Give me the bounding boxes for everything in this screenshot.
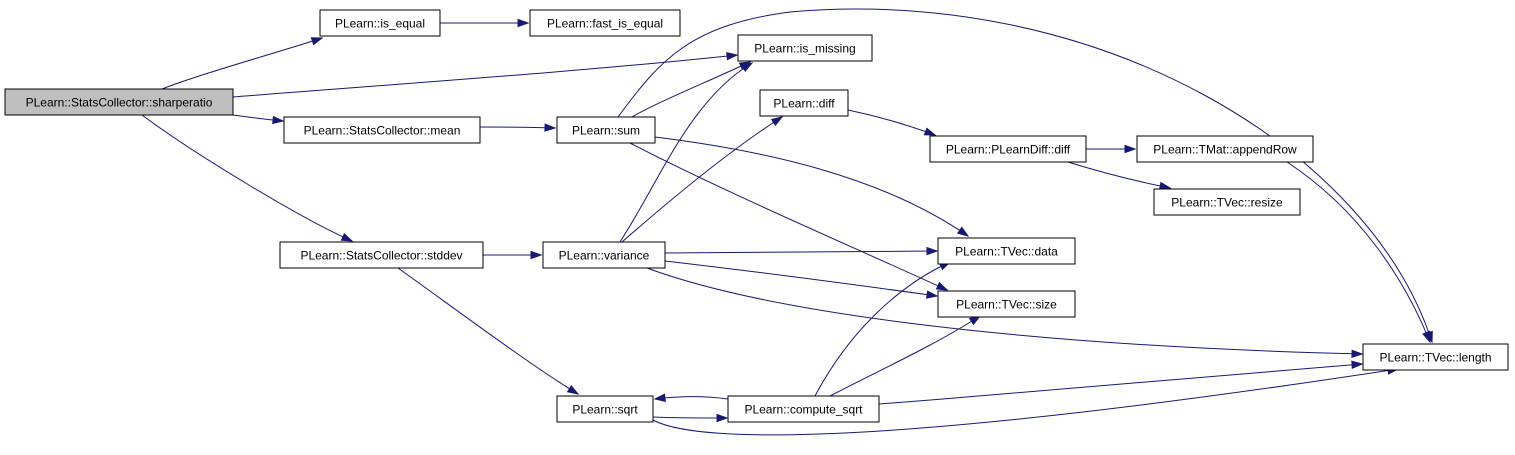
- node-compute-sqrt[interactable]: PLearn::compute_sqrt: [727, 395, 880, 423]
- node-resize[interactable]: PLearn::TVec::resize: [1153, 188, 1301, 216]
- node-label: PLearn::StatsCollector::mean: [304, 124, 461, 138]
- edge-appendrow-to-tvec_length: [1286, 161, 1431, 344]
- edge-sc_stddev-to-variance: [483, 250, 543, 260]
- node-diff[interactable]: PLearn::diff: [759, 89, 849, 117]
- node-label: PLearn::TVec::size: [956, 298, 1057, 312]
- edge-sum-to-is_missing: [631, 61, 752, 118]
- node-label: PLearn::StatsCollector::stddev: [300, 249, 462, 263]
- edge-compute_sqrt-to-tvec_length: [878, 360, 1364, 405]
- node-label: PLearn::compute_sqrt: [744, 403, 863, 417]
- node-label: PLearn::TVec::data: [955, 245, 1058, 259]
- edge-variance-to-is_missing: [619, 62, 754, 243]
- edge-sharperatio-to-sc_mean: [232, 114, 285, 125]
- edge-sum-to-tvec_data: [654, 136, 970, 237]
- node-is-missing[interactable]: PLearn::is_missing: [737, 34, 873, 62]
- edge-sqrt-to-compute_sqrt: [652, 413, 729, 423]
- node-sc-stddev[interactable]: PLearn::StatsCollector::stddev: [279, 241, 484, 269]
- node-label: PLearn::variance: [559, 249, 650, 263]
- node-sum[interactable]: PLearn::sum: [556, 116, 656, 144]
- edge-compute_sqrt-to-tvec_size: [829, 315, 982, 397]
- node-appendrow[interactable]: PLearn::TMat::appendRow: [1136, 135, 1314, 163]
- call-graph-nodes: PLearn::StatsCollector::sharperatioPLear…: [4, 9, 1509, 423]
- node-label: PLearn::diff: [773, 97, 835, 111]
- edge-compute_sqrt-to-sqrt: [653, 393, 729, 402]
- node-label: PLearn::is_equal: [335, 17, 425, 31]
- edge-variance-to-tvec_length: [646, 267, 1364, 358]
- node-label: PLearn::sqrt: [572, 403, 638, 417]
- node-label: PLearn::PLearnDiff::diff: [946, 143, 1071, 157]
- node-tvec-length[interactable]: PLearn::TVec::length: [1362, 343, 1509, 371]
- node-plearndiff-diff[interactable]: PLearn::PLearnDiff::diff: [929, 135, 1087, 163]
- edge-plearndiff_diff-to-resize: [1067, 161, 1172, 191]
- node-label: PLearn::TMat::appendRow: [1153, 143, 1297, 157]
- node-sqrt[interactable]: PLearn::sqrt: [556, 395, 654, 423]
- node-label: PLearn::is_missing: [754, 42, 855, 56]
- node-is-equal[interactable]: PLearn::is_equal: [319, 9, 441, 37]
- edge-sharperatio-to-is_equal: [161, 37, 324, 90]
- edge-sc_stddev-to-sqrt: [397, 267, 580, 395]
- node-sc-mean[interactable]: PLearn::StatsCollector::mean: [283, 116, 481, 144]
- node-sharperatio[interactable]: PLearn::StatsCollector::sharperatio: [4, 88, 234, 116]
- node-label: PLearn::fast_is_equal: [547, 17, 663, 31]
- node-fast-is-equal[interactable]: PLearn::fast_is_equal: [529, 9, 681, 37]
- node-variance[interactable]: PLearn::variance: [542, 241, 666, 269]
- node-label: PLearn::sum: [572, 124, 640, 138]
- node-tvec-size[interactable]: PLearn::TVec::size: [937, 290, 1076, 318]
- edge-is_equal-to-fast_is_equal: [440, 18, 530, 28]
- node-label: PLearn::StatsCollector::sharperatio: [26, 96, 213, 110]
- node-label: PLearn::TVec::resize: [1171, 196, 1283, 210]
- edge-variance-to-tvec_data: [664, 246, 939, 256]
- node-tvec-data[interactable]: PLearn::TVec::data: [937, 237, 1076, 265]
- edge-plearndiff_diff-to-appendrow: [1085, 144, 1137, 154]
- edge-variance-to-diff: [621, 116, 784, 243]
- edge-diff-to-plearndiff_diff: [847, 109, 937, 136]
- edge-sc_mean-to-sum: [479, 123, 557, 132]
- edge-sharperatio-to-sc_stddev: [141, 114, 354, 242]
- call-graph-edges: [141, 8, 1433, 436]
- edge-variance-to-tvec_size: [664, 260, 939, 299]
- edge-sum-to-tvec_size: [629, 142, 949, 291]
- node-label: PLearn::TVec::length: [1379, 351, 1491, 365]
- edge-sharperatio-to-is_missing: [232, 51, 739, 98]
